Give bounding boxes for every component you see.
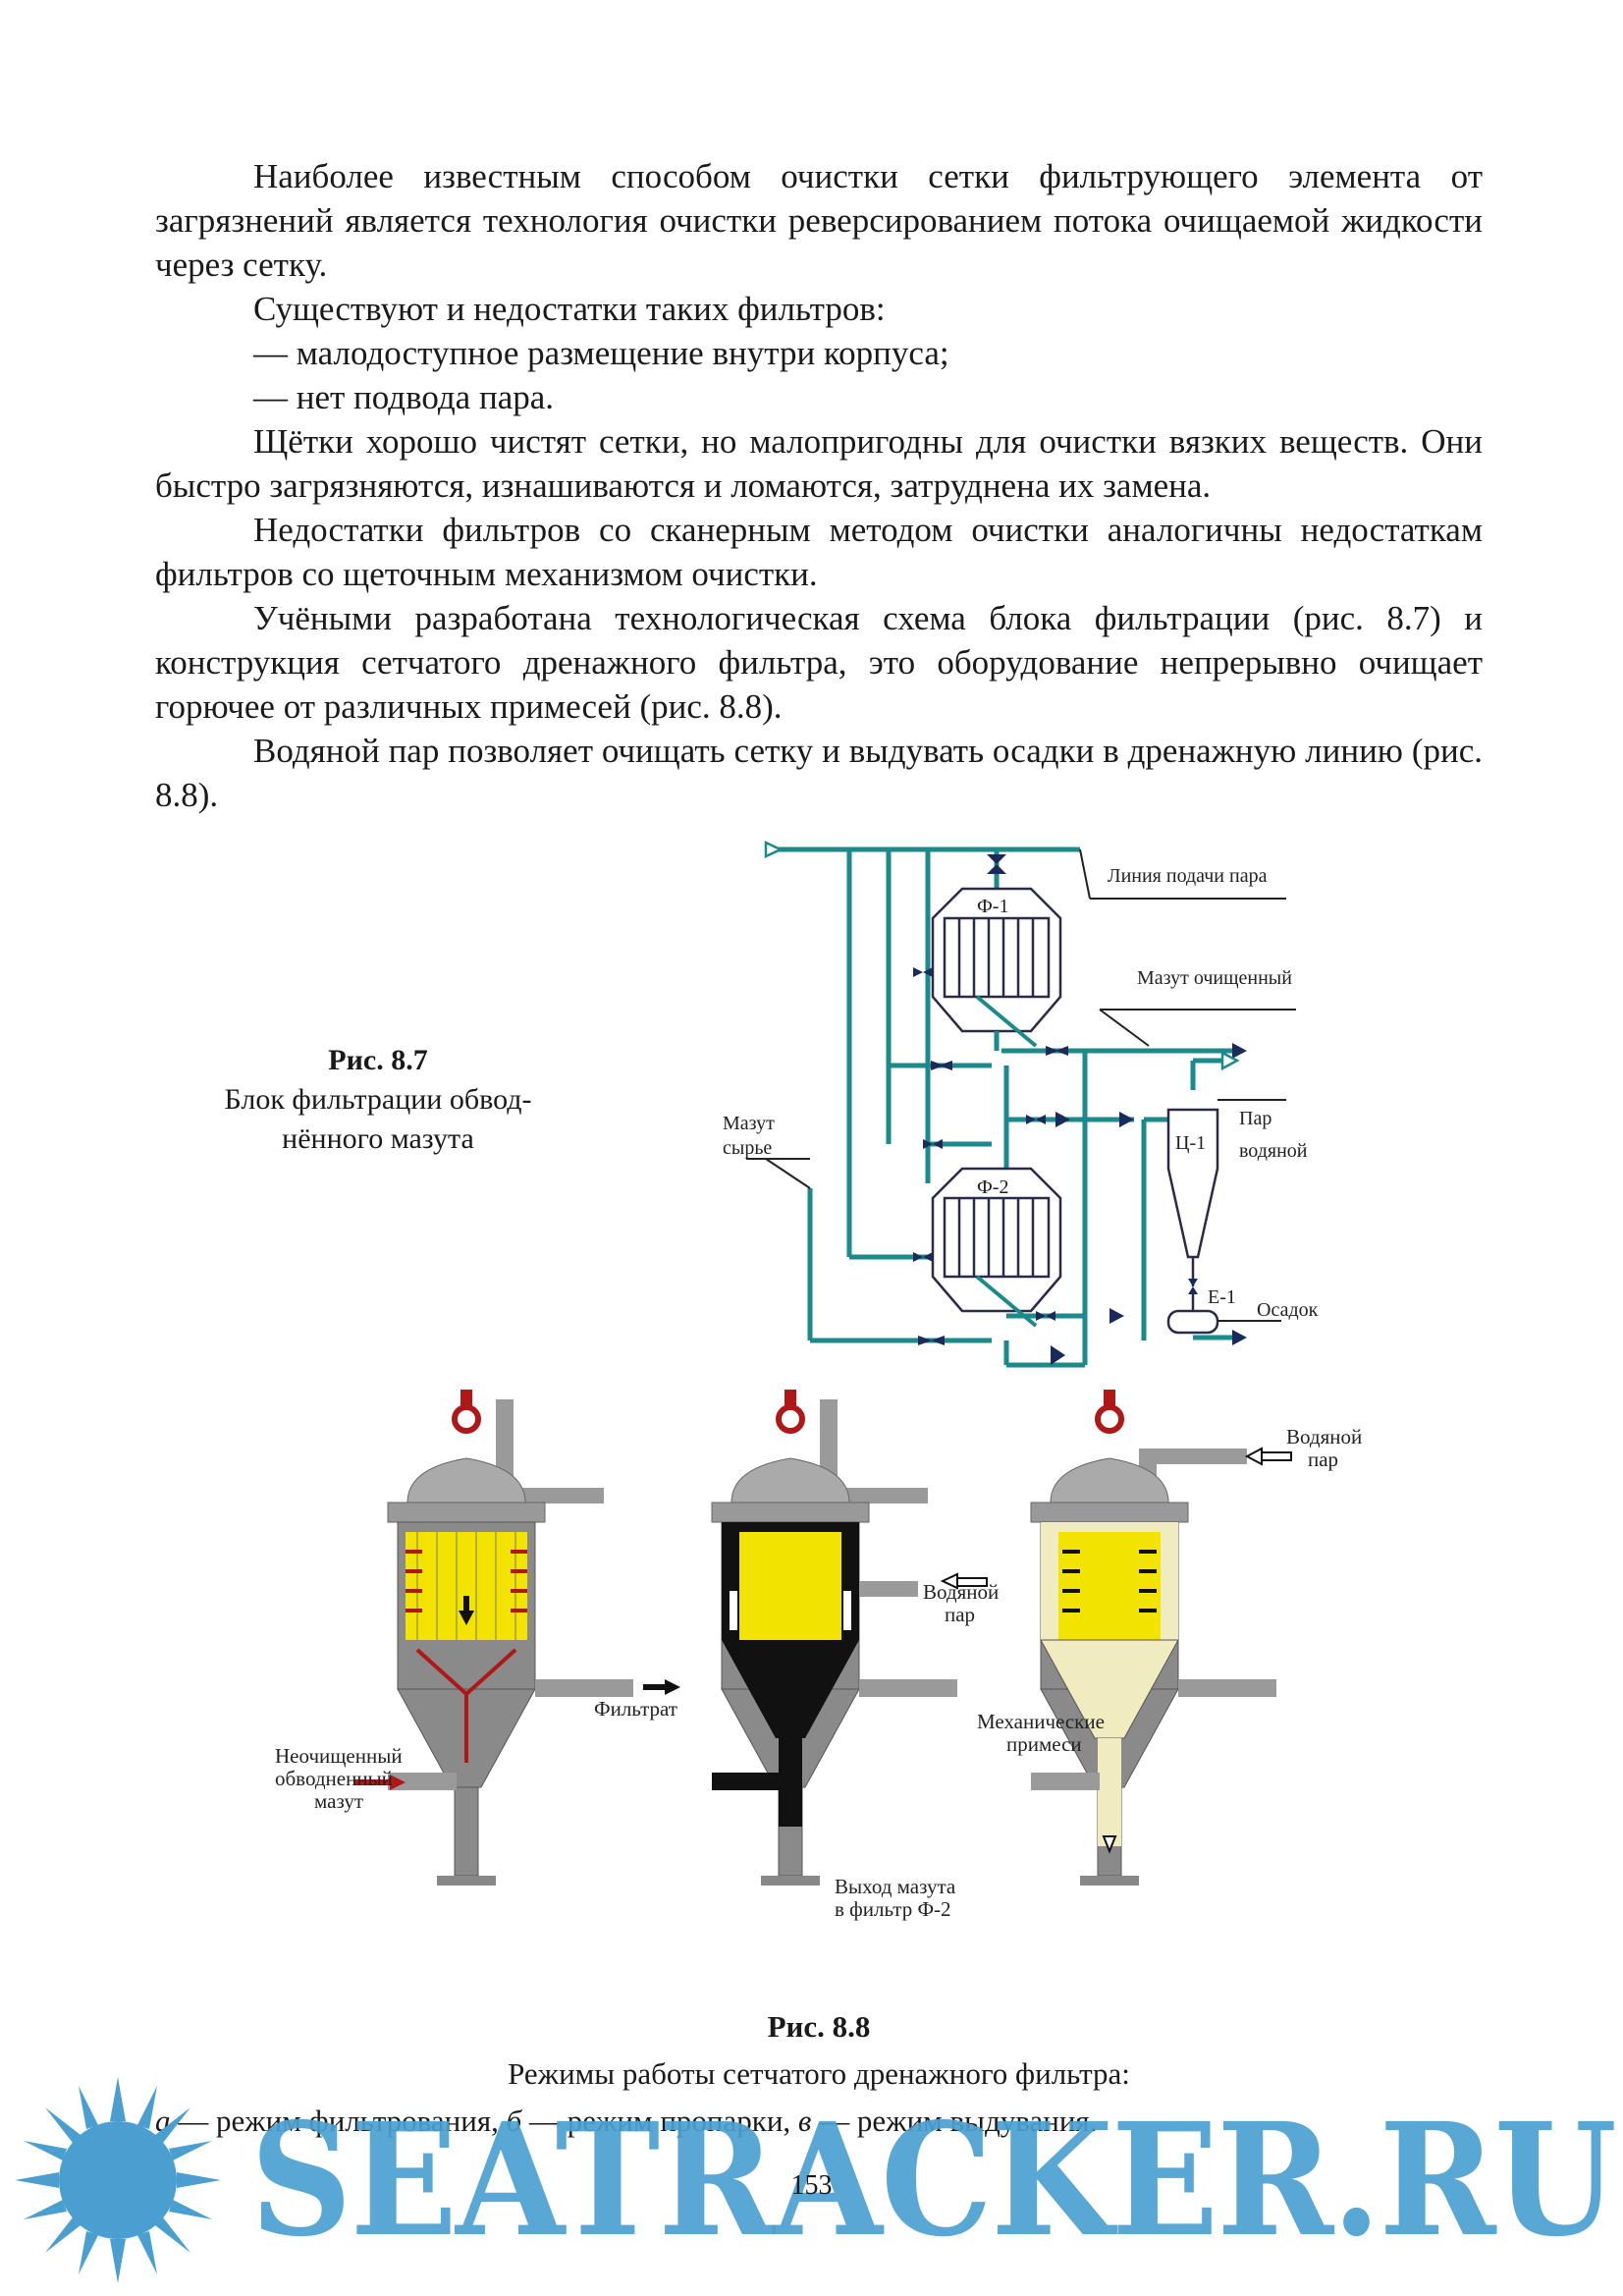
steam-b-label: пар: [945, 1603, 975, 1626]
figure-8-7-caption-line: нённого мазута: [282, 1122, 474, 1155]
filtrate-label: Фильтрат: [594, 1697, 677, 1721]
filter-mode-c: [1030, 1390, 1292, 1886]
figure-8-7-caption: Рис. 8.7 Блок фильтрации обвод- нённого …: [167, 1041, 589, 1159]
sun-logo-icon: [15, 2077, 221, 2283]
e1-label: Е-1: [1208, 1286, 1236, 1308]
steam-c-label: пар: [1308, 1448, 1338, 1471]
oil-exit-label: в фильтр Ф-2: [835, 1897, 951, 1921]
paragraph: Существуют и недостатки таких фильтров:: [253, 290, 886, 328]
figure-8-7-caption-line: Блок фильтрации обвод-: [224, 1083, 532, 1116]
unclean-oil-label: Неочищенный: [275, 1744, 403, 1768]
page-number: 153: [790, 2170, 833, 2201]
clean-oil-label: Мазут очищенный: [1137, 967, 1292, 989]
oil-exit-label: Выход мазута: [835, 1875, 956, 1898]
drain-filter-modes-figure: Неочищенный обводненный мазут Фильтрат В…: [275, 1390, 1362, 1921]
sediment-label: Осадок: [1257, 1299, 1319, 1321]
filter-mode-a: [353, 1390, 680, 1886]
filter-f1-icon: [931, 887, 1062, 1051]
figure-8-8-title: Рис. 8.8: [767, 2009, 871, 2044]
filter-f2-icon: [931, 1167, 1062, 1328]
figure-8-8-caption-line: Режимы работы сетчатого дренажного фильт…: [508, 2056, 1130, 2091]
steam-c-label: Водяной: [1286, 1425, 1362, 1449]
raw-oil-label: Мазут: [723, 1113, 775, 1134]
f2-label: Ф-2: [977, 1176, 1008, 1198]
steam-label: Пар: [1239, 1108, 1271, 1129]
valves: [913, 854, 1247, 1365]
mechanical-impurities-label: Механические: [977, 1710, 1105, 1733]
unclean-oil-label: мазут: [314, 1789, 363, 1813]
paragraph: Недостатки фильтров со сканерным методом…: [155, 511, 1483, 593]
mechanical-impurities-label: примеси: [1006, 1732, 1082, 1756]
steam-b-label: Водяной: [923, 1580, 999, 1604]
paragraph: Водяной пар позволяет очищать сетку и вы…: [155, 732, 1483, 814]
filter-mode-b: [711, 1390, 988, 1886]
figure-8-7-title: Рис. 8.7: [328, 1044, 428, 1076]
seatracker-watermark: SEATRACKER.RU: [15, 2077, 1617, 2283]
watermark-text: SEATRACKER.RU: [250, 2090, 1615, 2271]
filtration-scheme-diagram: Линия подачи пара Ф-1 Ф-2 Мазут очищенны…: [723, 841, 1319, 1368]
unclean-oil-label: обводненный: [275, 1767, 393, 1790]
paragraph: Щётки хорошо чистят сетки, но малопригод…: [155, 422, 1483, 505]
paragraph: — малодоступное размещение внутри корпус…: [253, 334, 949, 372]
c1-label: Ц-1: [1175, 1132, 1206, 1154]
body-text: Наиболее известным способом очистки сетк…: [155, 154, 1483, 817]
steam-label: водяной: [1239, 1140, 1308, 1162]
f1-label: Ф-1: [977, 896, 1008, 917]
paragraph: Учёными разработана технологическая схем…: [155, 599, 1483, 726]
figure-8-8-caption: Рис. 8.8 Режимы работы сетчатого дренажн…: [155, 2003, 1483, 2145]
raw-oil-label: сырье: [723, 1137, 772, 1159]
paragraph: Наиболее известным способом очистки сетк…: [155, 157, 1483, 284]
figure-8-8-legend: а — режим фильтрования, б — режим пропар…: [155, 2104, 1098, 2138]
paragraph: — нет подвода пара.: [253, 378, 555, 416]
cyclone-c1-icon: [1166, 1108, 1219, 1335]
steam-line-label: Линия подачи пара: [1108, 865, 1268, 887]
